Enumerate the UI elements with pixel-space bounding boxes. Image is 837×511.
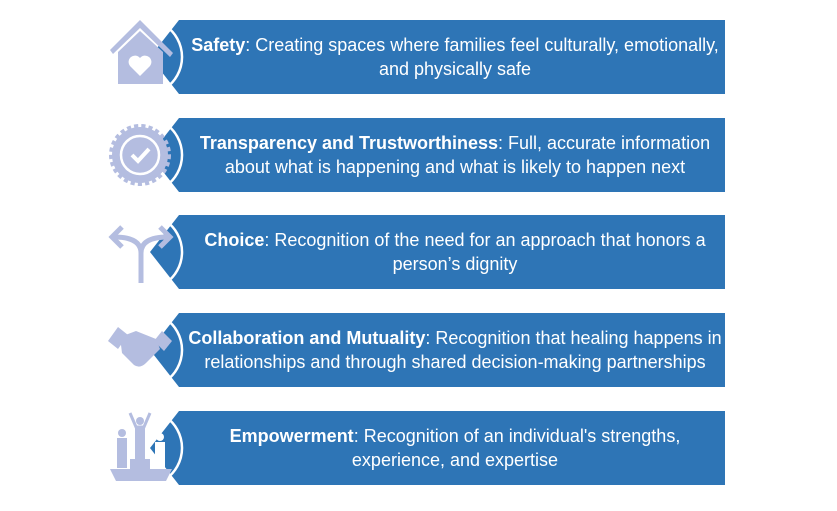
banner <box>109 118 725 192</box>
principle-empowerment: Empowerment: Recognition of an individua… <box>100 411 740 485</box>
principle-text: Empowerment: Recognition of an individua… <box>185 411 725 485</box>
banner <box>108 313 725 387</box>
principle-safety: Safety: Creating spaces where families f… <box>100 20 740 94</box>
principle-transparency: Transparency and Trustworthiness: Full, … <box>100 118 740 192</box>
principle-description: : Recognition that healing happens in re… <box>204 328 722 372</box>
principle-choice: Choice: Recognition of the need for an a… <box>100 215 740 289</box>
principle-text: Transparency and Trustworthiness: Full, … <box>185 118 725 192</box>
principle-text: Choice: Recognition of the need for an a… <box>185 215 725 289</box>
banner <box>108 215 725 289</box>
principle-title: Choice <box>204 230 265 250</box>
principle-title: Empowerment <box>229 426 354 446</box>
podium-people-icon <box>110 412 172 481</box>
principle-title: Collaboration and Mutuality <box>188 328 426 348</box>
principle-title: Transparency and Trustworthiness <box>199 133 498 153</box>
principle-description: : Recognition of the need for an approac… <box>264 230 706 274</box>
split-arrows-icon <box>108 225 174 283</box>
house-heart-icon <box>110 20 173 84</box>
principle-collaboration: Collaboration and Mutuality: Recognition… <box>100 313 740 387</box>
principle-text: Collaboration and Mutuality: Recognition… <box>185 313 725 387</box>
principle-description: : Full, accurate information about what … <box>224 133 711 177</box>
principle-description: : Creating spaces where families feel cu… <box>245 35 719 79</box>
banner <box>110 20 725 94</box>
principle-description: : Recognition of an individual's strengt… <box>351 426 681 470</box>
principle-text: Safety: Creating spaces where families f… <box>185 20 725 94</box>
badge-check-icon <box>109 124 171 186</box>
banner <box>110 411 725 485</box>
handshake-icon <box>108 327 172 367</box>
principle-title: Safety <box>191 35 246 55</box>
